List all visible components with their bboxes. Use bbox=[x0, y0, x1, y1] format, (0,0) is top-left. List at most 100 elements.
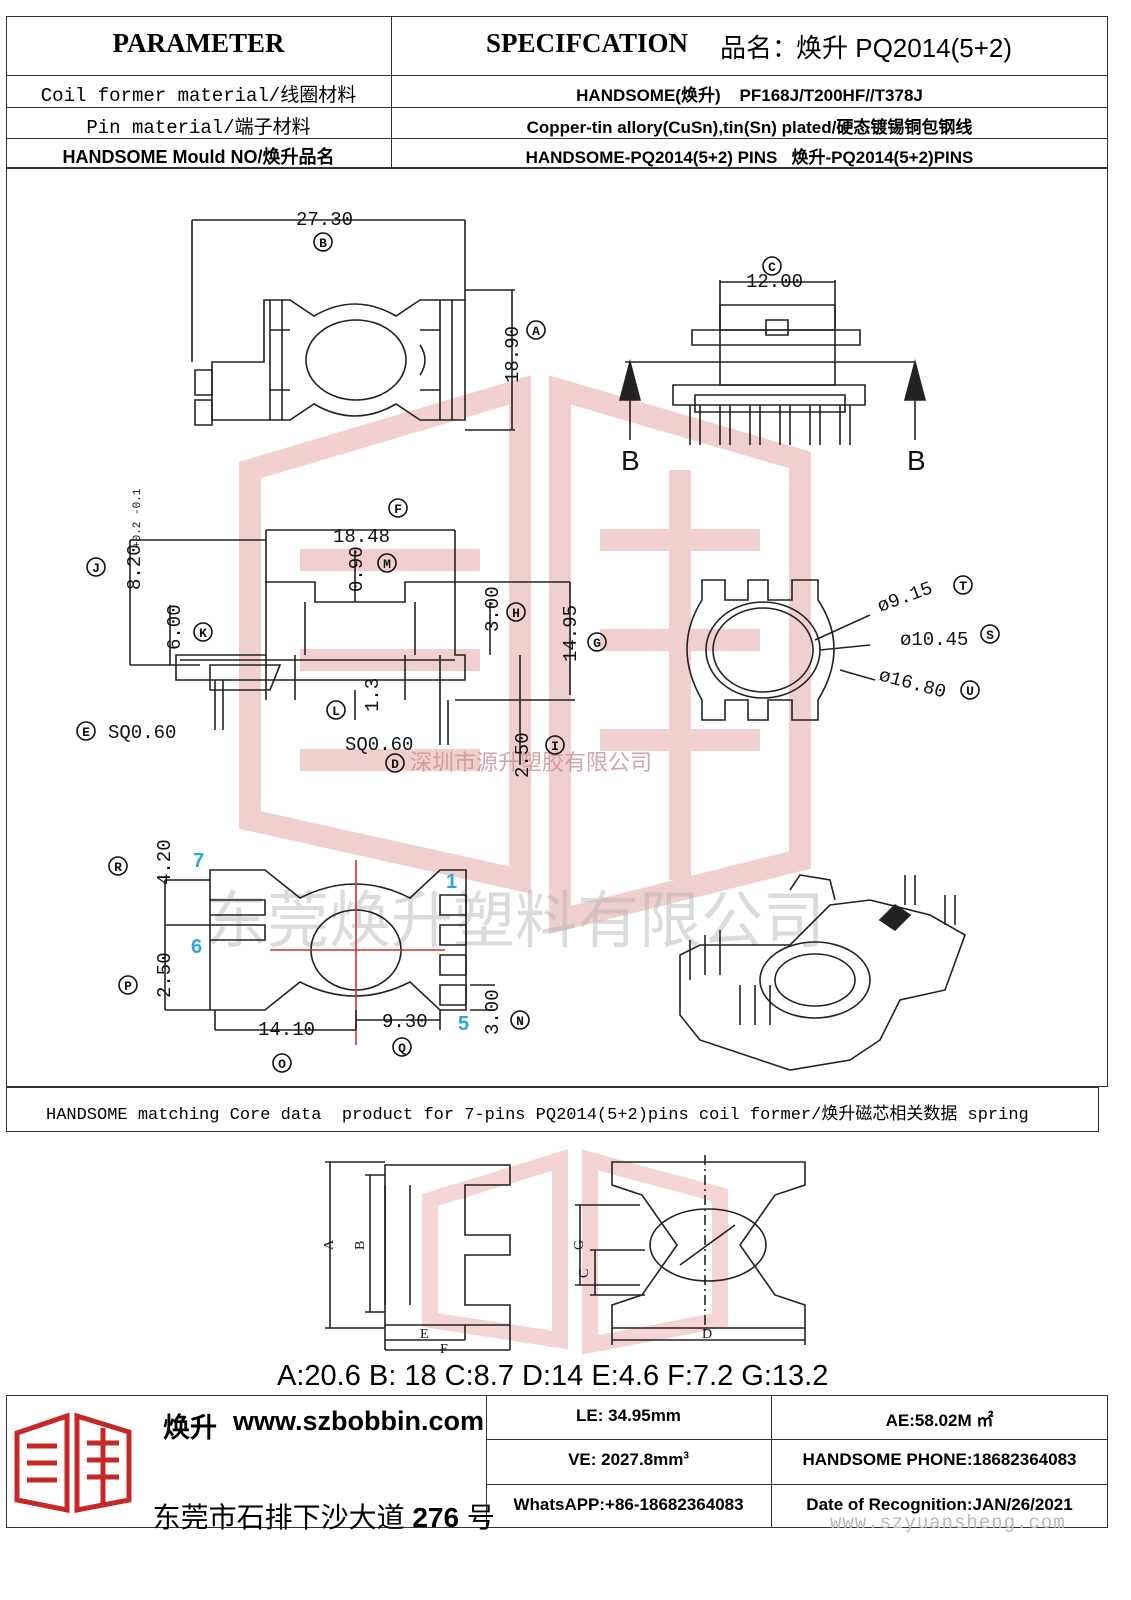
dim-3-00: 3.00 bbox=[482, 586, 504, 632]
dim-18-48: 18.48 bbox=[333, 526, 390, 548]
ref-r: R bbox=[114, 860, 122, 875]
core-label-b: B bbox=[353, 1241, 368, 1250]
row-value-coil-material: HANDSOME(焕升) PF168J/T200HF//T378J bbox=[576, 86, 923, 105]
ref-g: G bbox=[593, 636, 601, 651]
drawing-panel bbox=[6, 168, 1108, 1087]
pin-number-6: 6 bbox=[191, 936, 202, 958]
footer-row-line bbox=[486, 1484, 1108, 1485]
pin-number-5: 5 bbox=[458, 1013, 469, 1035]
spec-table-row-line bbox=[6, 75, 1108, 76]
section-mark-left: B bbox=[621, 445, 640, 476]
ref-m: M bbox=[383, 557, 391, 572]
core-label-f: F bbox=[440, 1342, 448, 1355]
row-label-pin-material: Pin material/端子材料 bbox=[86, 117, 311, 139]
phone-value: HANDSOME PHONE:18682364083 bbox=[802, 1450, 1077, 1469]
core-label-c: C bbox=[577, 1269, 592, 1278]
ve-value: VE: 2027.8mm3 bbox=[486, 1450, 771, 1470]
core-caption-bar bbox=[6, 1087, 1099, 1132]
brand-name: 焕升 bbox=[163, 1413, 217, 1443]
specification-heading: SPECIFCATION bbox=[486, 28, 689, 58]
ref-n: N bbox=[516, 1014, 524, 1029]
dim-dia-10-45: ø10.45 bbox=[900, 629, 968, 651]
ref-k: K bbox=[199, 626, 207, 641]
top-view bbox=[191, 219, 515, 431]
dim-14-95: 14.95 bbox=[560, 605, 582, 662]
le-value: LE: 34.95mm bbox=[576, 1406, 681, 1425]
ref-u: U bbox=[966, 684, 974, 699]
site-watermark: www.szyuansheng.com bbox=[830, 1512, 1066, 1534]
core-label-a: A bbox=[322, 1239, 337, 1250]
row-label-mould-no: HANDSOME Mould NO/焕升品名 bbox=[62, 147, 335, 167]
technical-drawing: 深圳市源升塑胶有限公司 东莞焕升塑料有限公司 bbox=[76, 209, 1000, 1073]
address-suffix: 号 bbox=[459, 1502, 495, 1533]
dim-sq-0-60-left: SQ0.60 bbox=[108, 722, 176, 744]
dim-8-20: 8.20 bbox=[124, 544, 146, 590]
ref-p: P bbox=[124, 979, 132, 994]
watermark-logo bbox=[239, 375, 811, 935]
ref-d: D bbox=[391, 757, 399, 772]
watermark-text-2: 东莞焕升塑料有限公司 bbox=[205, 884, 825, 957]
ref-q: Q bbox=[398, 1041, 406, 1056]
core-values: A:20.6 B: 18 C:8.7 D:14 E:4.6 F:7.2 G:13… bbox=[277, 1360, 829, 1392]
dim-sq-0-60-right: SQ0.60 bbox=[345, 734, 413, 756]
dim-2-50: 2.50 bbox=[512, 732, 534, 778]
dim-1-3: 1.3 bbox=[362, 678, 384, 712]
section-mark-right: B bbox=[907, 445, 926, 476]
recognition-date: Date of Recognition:JAN/26/2021 bbox=[806, 1495, 1073, 1514]
ref-a: A bbox=[532, 324, 540, 339]
core-label-g: G bbox=[572, 1240, 587, 1250]
ref-b: B bbox=[319, 236, 327, 251]
dim-0-90: 0.90 bbox=[346, 546, 368, 592]
row-label-coil-material: Coil former material/线圈材料 bbox=[40, 85, 357, 107]
spec-table-row-line bbox=[6, 107, 1108, 108]
ve-text: VE: 2027.8mm bbox=[568, 1450, 684, 1469]
ref-f: F bbox=[394, 502, 402, 517]
footer-table bbox=[6, 1395, 1108, 1528]
dim-3-00-b: 3.00 bbox=[482, 989, 504, 1035]
dim-14-10: 14.10 bbox=[258, 1019, 315, 1041]
dim-dia-16-80: ø16.80 bbox=[876, 665, 948, 704]
ae-value: AE:58.02M ㎡ bbox=[885, 1411, 994, 1430]
core-drawing: A B E F G C D bbox=[322, 1149, 806, 1355]
address-number: 276 bbox=[412, 1502, 460, 1533]
brand-url: www.szbobbin.com bbox=[233, 1406, 485, 1436]
dim-18-90: 18.90 bbox=[502, 326, 524, 383]
dim-27-30: 27.30 bbox=[296, 209, 353, 231]
ref-c: C bbox=[768, 260, 776, 275]
isometric-view bbox=[679, 874, 966, 1071]
dim-9-30: 9.30 bbox=[382, 1011, 428, 1033]
dim-dia-9-15: ø9.15 bbox=[875, 577, 936, 617]
footer-divider bbox=[486, 1395, 487, 1528]
brand-logo bbox=[14, 1412, 132, 1514]
side-view bbox=[129, 529, 575, 765]
product-name: 焕升 PQ2014(5+2) bbox=[796, 33, 1013, 63]
whatsapp-value: WhatsAPP:+86-18682364083 bbox=[513, 1495, 744, 1514]
dim-12-00: 12.00 bbox=[746, 271, 803, 293]
spec-table bbox=[6, 16, 1108, 168]
row-value-pin-material: Copper-tin allory(CuSn),tin(Sn) plated/硬… bbox=[526, 118, 973, 137]
dim-2-50-b: 2.50 bbox=[154, 952, 176, 998]
spec-table-row-line bbox=[6, 138, 1108, 139]
spec-table-divider bbox=[391, 16, 392, 168]
product-label: 品名： bbox=[720, 34, 799, 63]
ve-superscript: 3 bbox=[683, 1450, 689, 1462]
dim-4-20: 4.20 bbox=[154, 839, 176, 885]
row-value-mould-no: HANDSOME-PQ2014(5+2) PINS 焕升-PQ2014(5+2)… bbox=[525, 148, 974, 167]
core-watermark-logo bbox=[422, 1149, 728, 1355]
ref-e: E bbox=[82, 725, 90, 740]
footer-divider bbox=[771, 1395, 772, 1528]
watermark-text-1: 深圳市源升塑胶有限公司 bbox=[410, 751, 652, 776]
ref-h: H bbox=[512, 606, 520, 621]
dim-6-00: 6.00 bbox=[164, 604, 186, 650]
pin-number-1: 1 bbox=[446, 871, 457, 893]
footer-row-line bbox=[486, 1439, 1108, 1440]
ref-o: O bbox=[278, 1057, 286, 1072]
parameter-heading: PARAMETER bbox=[112, 28, 285, 58]
dim-8-20-tol: +0.2 -0.1 bbox=[132, 488, 144, 548]
front-view bbox=[618, 280, 927, 445]
bottom-view bbox=[686, 579, 876, 721]
ref-j: J bbox=[92, 561, 100, 576]
company-address: 东莞市石排下沙大道 276 号 bbox=[137, 1464, 495, 1536]
ref-t: T bbox=[959, 579, 967, 594]
address-prefix: 东莞市石排下沙大道 bbox=[152, 1502, 413, 1533]
